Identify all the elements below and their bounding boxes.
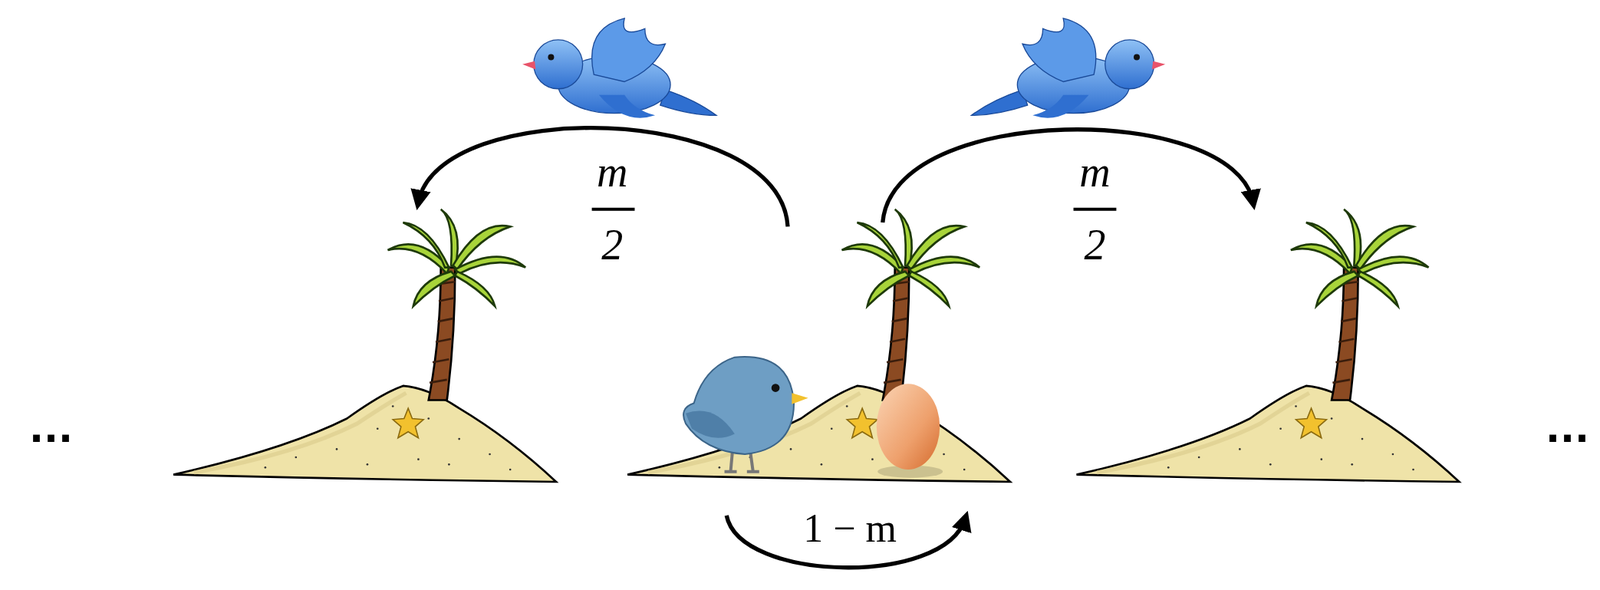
continuation-dots: ... bbox=[29, 409, 73, 448]
rate-denominator: 2 bbox=[1083, 223, 1106, 267]
stay-rate-label: 1 − m bbox=[803, 508, 897, 549]
rate-numerator: m bbox=[596, 150, 628, 194]
rate-denominator: 2 bbox=[601, 223, 623, 267]
continuation-dots: ... bbox=[1545, 409, 1590, 448]
rate-numerator: m bbox=[1079, 150, 1110, 194]
